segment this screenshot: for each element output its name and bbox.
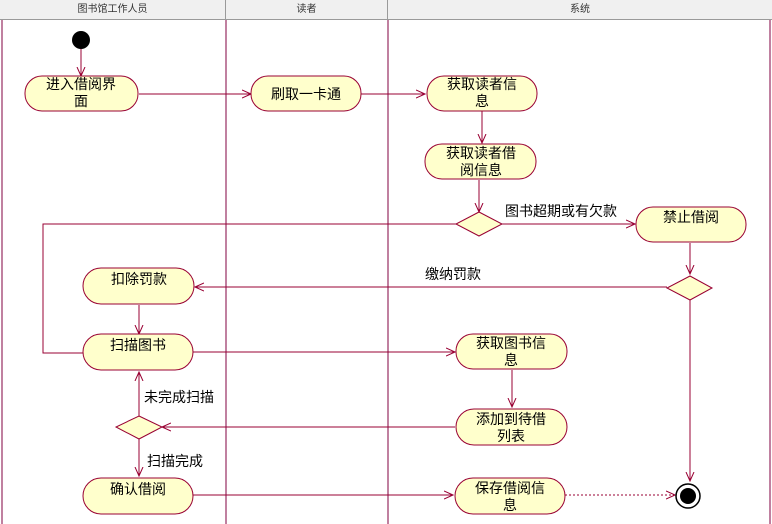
start-node (72, 31, 90, 49)
activity-deduct-fine-label: 扣除罚款 (111, 272, 167, 288)
activity-confirm-borrow-label: 确认借阅 (110, 482, 166, 498)
activity-save-borrow-label-1: 保存借阅信 (475, 481, 545, 497)
activity-enter-borrow-label-2: 面 (74, 94, 88, 110)
lane-borders (1, 20, 771, 524)
activity-add-to-list-label-2: 列表 (497, 429, 525, 445)
guard-scan-complete-label: 扫描完成 (147, 454, 203, 470)
decision-pay-fine (665, 275, 714, 301)
activity-add-to-list-label-1: 添加到待借 (476, 412, 546, 428)
guard-pay-fine-label: 缴纳罚款 (425, 267, 481, 283)
activity-confirm-borrow (82, 477, 194, 515)
activity-forbid-borrow (635, 206, 747, 243)
activity-get-borrow-info-label-2: 阅信息 (460, 162, 502, 179)
activity-add-to-list (455, 408, 568, 446)
activity-scan-book (82, 333, 194, 371)
activity-save-borrow-label-2: 息 (503, 497, 517, 514)
activity-enter-borrow (24, 75, 139, 112)
activity-get-reader-info-label-2: 息 (475, 93, 489, 110)
lane-title-staff: 图书馆工作人员 (0, 0, 226, 20)
swimlane-header: 图书馆工作人员 读者 系统 (0, 0, 772, 20)
decision-scan-complete (114, 415, 164, 440)
activity-get-reader-info (426, 75, 538, 112)
activity-deduct-fine (82, 267, 195, 305)
decision-overdue (454, 211, 504, 237)
activity-swipe-card (250, 75, 362, 112)
lane-title-system: 系统 (570, 4, 590, 15)
activity-save-borrow (454, 477, 566, 515)
activity-get-book-info-label-1: 获取图书信 (476, 336, 546, 352)
end-node (675, 483, 701, 509)
activity-get-borrow-info-label-1: 获取读者借 (446, 145, 516, 162)
activity-shapes (24, 75, 747, 515)
activity-get-book-info (455, 333, 568, 370)
activity-enter-borrow-label-1: 进入借阅界 (46, 77, 116, 93)
activity-get-borrow-info (424, 143, 537, 180)
flow-edges (42, 49, 690, 495)
edge-decision-scan (42, 223, 456, 353)
activity-scan-book-label: 扫描图书 (110, 338, 166, 354)
activity-forbid-borrow-label: 禁止借阅 (663, 210, 719, 226)
activity-swipe-card-label: 刷取一卡通 (271, 87, 341, 103)
guard-overdue-label: 图书超期或有欠款 (505, 204, 617, 220)
guard-scan-incomplete-label: 未完成扫描 (144, 390, 214, 406)
lane-title-reader: 读者 (226, 0, 388, 20)
activity-get-book-info-label-2: 息 (504, 352, 518, 369)
activity-get-reader-info-label-1: 获取读者信 (447, 76, 517, 93)
